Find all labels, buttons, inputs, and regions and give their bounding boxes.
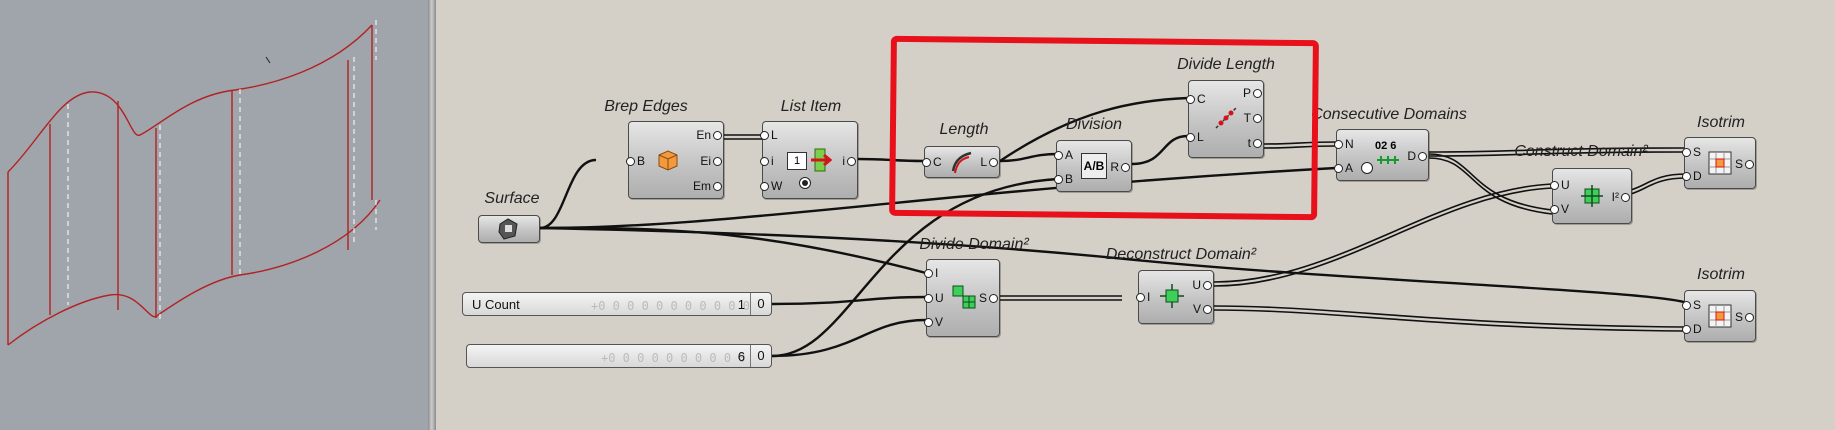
- isotrim-2-input-d[interactable]: D: [1682, 322, 1702, 336]
- isotrim-icon: [1707, 150, 1733, 176]
- isotrim-2-input-s[interactable]: S: [1681, 298, 1702, 312]
- construct-domain2-input-v[interactable]: V: [1549, 202, 1570, 216]
- division-title: Division: [1065, 116, 1122, 133]
- deconstruct-domain2-output-v[interactable]: V: [1192, 302, 1213, 316]
- panel-splitter[interactable]: [428, 0, 436, 430]
- brep-edges-component[interactable]: B En Ei Em: [625, 121, 724, 199]
- isotrim-1-input-s[interactable]: S: [1681, 145, 1702, 159]
- consecutive-domains-component[interactable]: N A 02 6 D: [1333, 129, 1429, 181]
- divide-domain2-input-v[interactable]: V: [923, 315, 944, 329]
- slider-end[interactable]: 0: [750, 345, 771, 367]
- viewport-geometry: [7, 20, 381, 346]
- brep-edges-output-em[interactable]: Em: [693, 179, 722, 193]
- construct-domain2-output-i2[interactable]: I²: [1611, 190, 1631, 204]
- length-title: Length: [939, 121, 989, 138]
- slider-end[interactable]: 0: [750, 293, 771, 315]
- construct-domain2-component[interactable]: U V I²: [1549, 168, 1632, 224]
- construct-domain2-icon: [1579, 183, 1605, 209]
- wrap-toggle-icon[interactable]: [799, 177, 811, 189]
- list-item-input-w[interactable]: W: [759, 179, 783, 193]
- surface-icon: [495, 216, 521, 242]
- consecutive-domains-icon-text: 02 6: [1375, 140, 1397, 152]
- isotrim-icon: [1707, 303, 1733, 329]
- cube-icon: [655, 147, 681, 173]
- u-count-slider[interactable]: U Count +0 0 0 0 0 0 0 0 0 0 0 1 0: [462, 292, 772, 316]
- brep-edges-output-en[interactable]: En: [696, 128, 722, 142]
- division-icon: A/B: [1081, 153, 1107, 179]
- divide-domain2-output-s[interactable]: S: [978, 291, 999, 305]
- divide-domain2-title: Divide Domain²: [919, 236, 1029, 253]
- length-component[interactable]: C L: [922, 146, 1000, 178]
- divide-length-output-p[interactable]: P: [1242, 86, 1263, 100]
- division-output-r[interactable]: R: [1110, 160, 1130, 174]
- annotation-highlight-box: [889, 35, 1319, 221]
- additive-toggle-icon[interactable]: [1361, 162, 1373, 174]
- deconstruct-domain2-title: Deconstruct Domain²: [1105, 246, 1257, 263]
- isotrim-2-component[interactable]: S D S: [1681, 290, 1756, 342]
- slider-label: U Count: [472, 297, 520, 312]
- list-item-input-i[interactable]: i: [761, 154, 774, 168]
- divide-domain2-input-u[interactable]: U: [924, 291, 944, 305]
- divide-domain2-component[interactable]: I U V S: [922, 259, 1000, 337]
- isotrim-2-title: Isotrim: [1697, 266, 1745, 283]
- deconstruct-domain2-output-u[interactable]: U: [1192, 278, 1212, 292]
- list-item-component[interactable]: L i W 1 i: [759, 121, 858, 199]
- isotrim-1-output-s[interactable]: S: [1734, 157, 1755, 171]
- grasshopper-canvas[interactable]: Surface Brep Edges B En Ei Em List Item …: [436, 0, 1835, 430]
- consecutive-domains-icon: [1375, 152, 1401, 168]
- divide-length-input-l[interactable]: L: [1186, 130, 1204, 144]
- curve-length-icon: [949, 149, 975, 175]
- isotrim-2-output-s[interactable]: S: [1734, 310, 1755, 324]
- deconstruct-domain2-input-i[interactable]: I: [1134, 290, 1151, 304]
- list-item-input-l[interactable]: L: [760, 128, 778, 142]
- construct-domain2-title: Construct Domain²: [1514, 143, 1648, 160]
- consecutive-domains-output-d[interactable]: D: [1407, 149, 1427, 163]
- length-output-l[interactable]: L: [980, 155, 998, 169]
- divide-length-component[interactable]: C L P T t: [1186, 80, 1264, 158]
- consecutive-domains-input-a[interactable]: A: [1333, 161, 1354, 175]
- division-input-b[interactable]: B: [1053, 172, 1074, 186]
- brep-edges-input-b[interactable]: B: [625, 154, 646, 168]
- deconstruct-domain2-icon: [1159, 283, 1185, 309]
- list-item-title: List Item: [780, 98, 842, 115]
- brep-edges-output-ei[interactable]: Ei: [700, 154, 722, 168]
- consecutive-domains-input-n[interactable]: N: [1334, 137, 1354, 151]
- divide-length-icon: [1213, 105, 1239, 131]
- divide-length-input-c[interactable]: C: [1186, 92, 1206, 106]
- isotrim-1-component[interactable]: S D S: [1681, 137, 1756, 189]
- slider-track[interactable]: +0 0 0 0 0 0 0 0 0 0 0: [591, 299, 750, 313]
- divide-domain2-icon: [951, 284, 977, 310]
- slider-value: 6: [737, 349, 745, 364]
- slider-value: 1: [737, 297, 745, 312]
- brep-edges-title: Brep Edges: [604, 98, 688, 115]
- consecutive-domains-title: Consecutive Domains: [1311, 106, 1467, 123]
- isotrim-1-title: Isotrim: [1697, 114, 1745, 131]
- list-item-output-i[interactable]: i: [842, 154, 855, 168]
- v-count-slider[interactable]: +0 0 0 0 0 0 0 0 0 0 6 0: [466, 344, 772, 368]
- surface-component[interactable]: [478, 215, 540, 243]
- divide-length-title: Divide Length: [1177, 56, 1275, 73]
- list-item-index-box: 1: [787, 152, 807, 170]
- rhino-viewport[interactable]: [0, 0, 428, 430]
- divide-domain2-input-i[interactable]: I: [922, 266, 939, 280]
- deconstruct-domain2-component[interactable]: I U V: [1134, 270, 1214, 324]
- length-input-c[interactable]: C: [922, 155, 942, 169]
- slider-track[interactable]: +0 0 0 0 0 0 0 0 0 0: [601, 351, 746, 365]
- division-component[interactable]: A B A/B R: [1053, 140, 1132, 192]
- list-item-icon: [809, 147, 835, 173]
- surface-title: Surface: [484, 190, 540, 207]
- isotrim-1-input-d[interactable]: D: [1682, 169, 1702, 183]
- division-input-a[interactable]: A: [1053, 148, 1074, 162]
- construct-domain2-input-u[interactable]: U: [1550, 178, 1570, 192]
